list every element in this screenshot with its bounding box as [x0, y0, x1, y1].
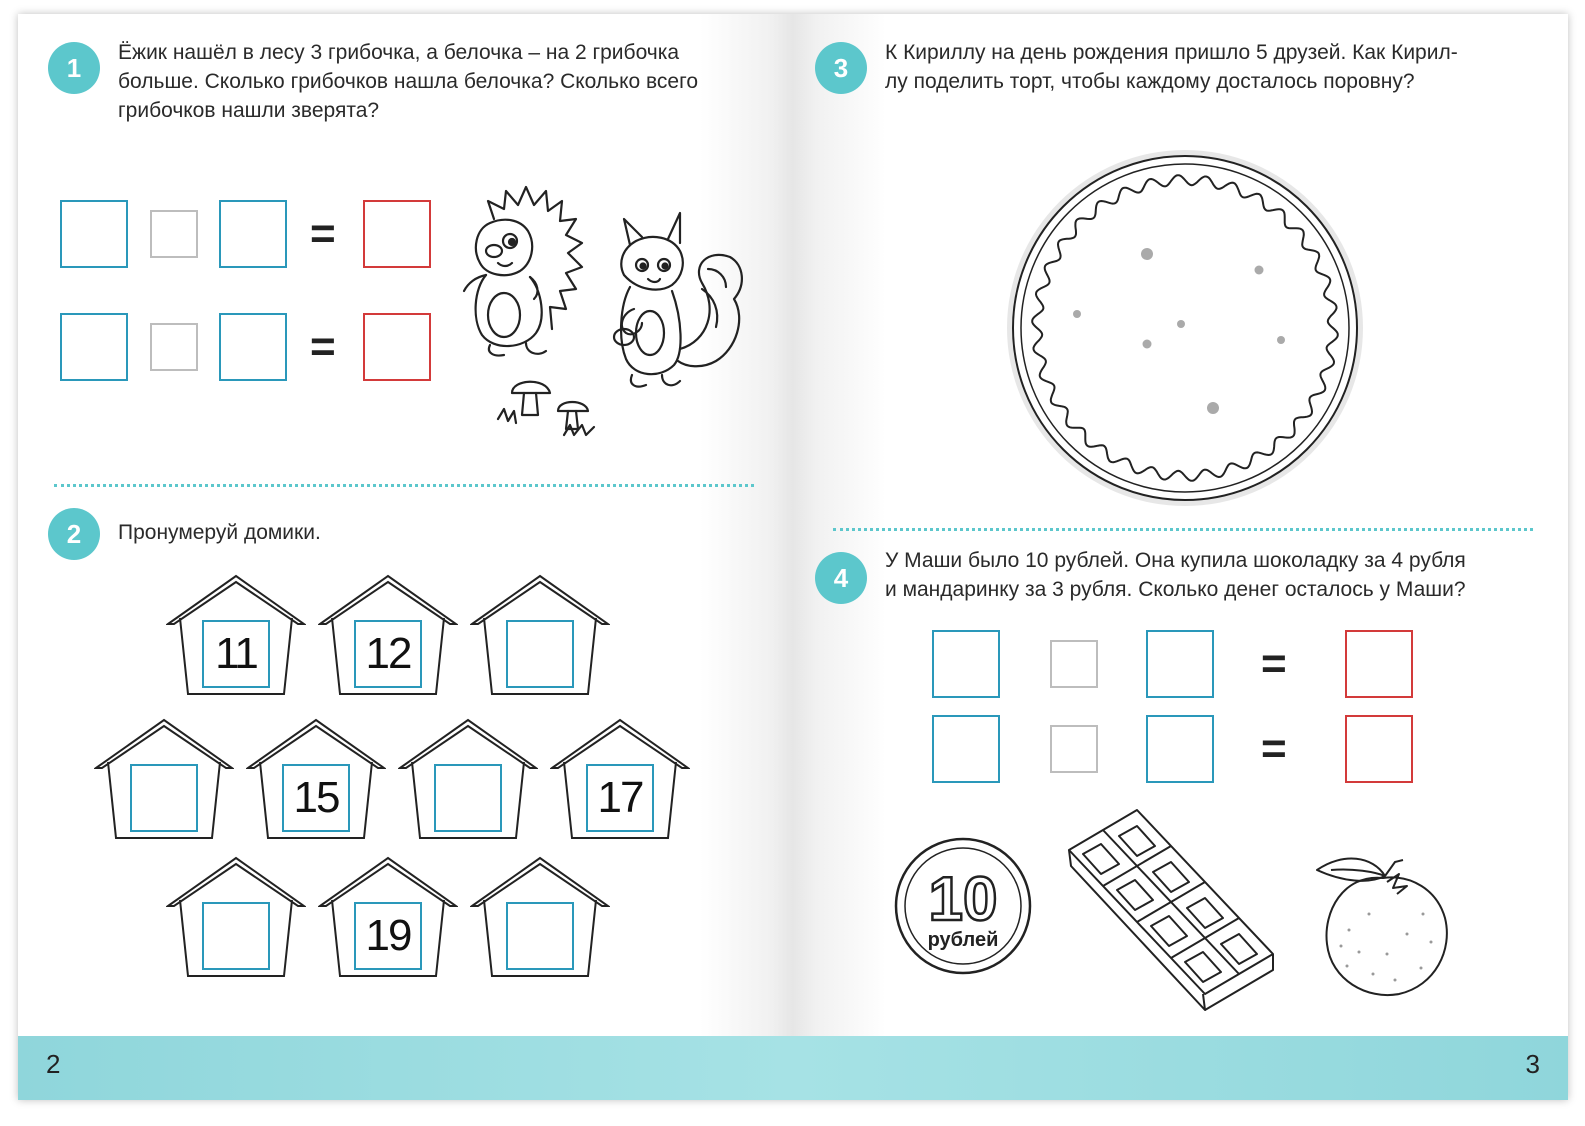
page-footer	[18, 1036, 793, 1100]
task-3-text: К Кириллу на день рождения пришло 5 друз…	[885, 38, 1458, 96]
task-2-text: Пронумеруй домики.	[118, 521, 321, 544]
task-1-answer-box[interactable]	[219, 200, 287, 268]
house-number-box[interactable]: 11	[202, 620, 270, 688]
task-1-text: Ёжик нашёл в лесу 3 грибочка, а белочка …	[118, 38, 698, 125]
house: 19	[318, 856, 458, 980]
left-page: 1 Ёжик нашёл в лесу 3 грибочка, а белочк…	[18, 14, 793, 1100]
task-3-badge: 3	[815, 42, 867, 94]
task-4-text: У Маши было 10 рублей. Она купила шокола…	[885, 546, 1466, 604]
coin-label: рублей	[928, 929, 999, 951]
house	[166, 856, 306, 980]
section-divider	[54, 484, 754, 487]
task-1-badge: 1	[48, 42, 100, 94]
house-number-box[interactable]	[130, 764, 198, 832]
task-3-line-1: К Кириллу на день рождения пришло 5 друз…	[885, 41, 1458, 64]
house: 12	[318, 574, 458, 698]
task-3-line-2: лу поделить торт, чтобы каждому досталос…	[885, 70, 1415, 93]
house-number-box[interactable]: 12	[354, 620, 422, 688]
house-number-box[interactable]	[202, 902, 270, 970]
cake-sprinkle	[1141, 248, 1153, 260]
task-1-answer-box[interactable]	[219, 313, 287, 381]
task-1-line-3: грибочков нашли зверята?	[118, 99, 380, 122]
house-number-box[interactable]: 19	[354, 902, 422, 970]
equals-sign: =	[1261, 639, 1287, 688]
cake-frosting-edge	[1031, 174, 1339, 482]
house	[470, 574, 610, 698]
chocolate-bar-illustration	[1068, 809, 1274, 1011]
coin-value: 10	[929, 865, 998, 934]
page-number: 2	[46, 1049, 61, 1079]
house: 15	[246, 718, 386, 842]
hedgehog-squirrel-illustration	[462, 185, 743, 437]
coin-illustration: 10 рублей	[894, 837, 1032, 975]
page-number: 3	[1525, 1049, 1540, 1079]
workbook-spread: 1 Ёжик нашёл в лесу 3 грибочка, а белочк…	[18, 14, 1568, 1100]
page-footer	[793, 1036, 1568, 1100]
task-4-line-2: и мандаринку за 3 рубля. Сколько денег о…	[885, 578, 1466, 601]
cake-sprinkle	[1177, 320, 1185, 328]
task-4-result-box[interactable]	[1345, 715, 1413, 783]
cake-sprinkle	[1073, 310, 1081, 318]
task-4-badge: 4	[815, 552, 867, 604]
house	[94, 718, 234, 842]
cake-sprinkle	[1277, 336, 1285, 344]
task-1-line-2: больше. Сколько грибочков нашла белочка?…	[118, 70, 698, 93]
house	[470, 856, 610, 980]
task-1-line-1: Ёжик нашёл в лесу 3 грибочка, а белочка …	[118, 41, 680, 64]
house-number-box[interactable]: 15	[282, 764, 350, 832]
right-page: 3 К Кириллу на день рождения пришло 5 др…	[793, 14, 1568, 1100]
task-4-line-1: У Маши было 10 рублей. Она купила шокола…	[885, 549, 1466, 572]
task-4-answer-box[interactable]	[1146, 715, 1214, 783]
task-4-operator-box[interactable]	[1050, 725, 1098, 773]
house	[398, 718, 538, 842]
house-number-box[interactable]	[434, 764, 502, 832]
task-1-result-box[interactable]	[363, 200, 431, 268]
task-1-operator-box[interactable]	[150, 210, 198, 258]
task-4-answer-box[interactable]	[932, 630, 1000, 698]
task-4-answer-box[interactable]	[1146, 630, 1214, 698]
house: 11	[166, 574, 306, 698]
house: 17	[550, 718, 690, 842]
task-1-answer-box[interactable]	[60, 200, 128, 268]
house-number-box[interactable]	[506, 620, 574, 688]
task-1-result-box[interactable]	[363, 313, 431, 381]
cake-sprinkle	[1254, 265, 1264, 275]
task-4-answer-box[interactable]	[932, 715, 1000, 783]
task-4-result-box[interactable]	[1345, 630, 1413, 698]
cake-sprinkle	[1207, 402, 1219, 414]
tangerine-illustration	[1316, 857, 1448, 996]
house-number-box[interactable]: 17	[586, 764, 654, 832]
equals-sign: =	[1261, 724, 1287, 773]
task-1-answer-box[interactable]	[60, 313, 128, 381]
task-1-operator-box[interactable]	[150, 323, 198, 371]
cake-illustration	[1007, 150, 1363, 506]
house-number-box[interactable]	[506, 902, 574, 970]
equals-sign: =	[310, 209, 336, 258]
section-divider	[833, 528, 1533, 531]
equals-sign: =	[310, 322, 336, 371]
task-2-badge: 2	[48, 508, 100, 560]
task-4-operator-box[interactable]	[1050, 640, 1098, 688]
cake-sprinkle	[1142, 339, 1152, 349]
